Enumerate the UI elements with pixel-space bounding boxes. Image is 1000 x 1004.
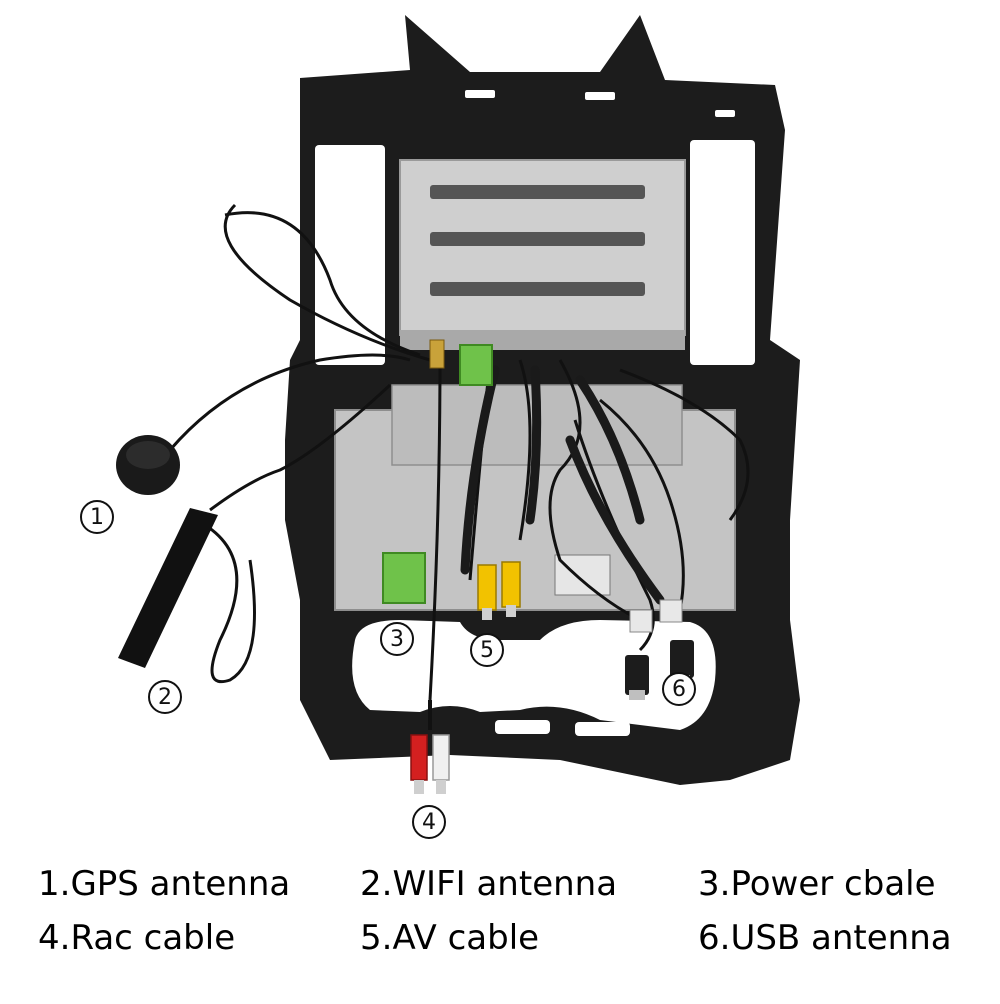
- green-connector-top: [459, 344, 493, 386]
- cable-legend: 1.GPS antenna 2.WIFI antenna 3.Power cba…: [0, 858, 1000, 978]
- marker-3: 3: [380, 622, 414, 656]
- marker-6: 6: [662, 672, 696, 706]
- legend-rac-cable: 4.Rac cable: [38, 918, 236, 958]
- marker-1: 1: [80, 500, 114, 534]
- legend-usb-antenna: 6.USB antenna: [698, 918, 952, 958]
- av-rca-yellow-left: [477, 564, 497, 611]
- legend-av-cable: 5.AV cable: [360, 918, 540, 958]
- usb-plug-right: [670, 640, 694, 678]
- climate-cutout: [352, 620, 716, 730]
- rca-red-plug: [410, 734, 428, 781]
- marker-4: 4: [412, 805, 446, 839]
- legend-gps-antenna: 1.GPS antenna: [38, 864, 291, 904]
- legend-power-cable: 3.Power cbale: [698, 864, 936, 904]
- marker-5: 5: [470, 633, 504, 667]
- av-rca-yellow-right: [501, 561, 521, 608]
- marker-2: 2: [148, 680, 182, 714]
- green-connector-power: [382, 552, 426, 604]
- rca-white-plug: [432, 734, 450, 781]
- usb-plug-left: [625, 655, 649, 695]
- wifi-antenna-stick: [118, 508, 218, 668]
- legend-wifi-antenna: 2.WIFI antenna: [360, 864, 618, 904]
